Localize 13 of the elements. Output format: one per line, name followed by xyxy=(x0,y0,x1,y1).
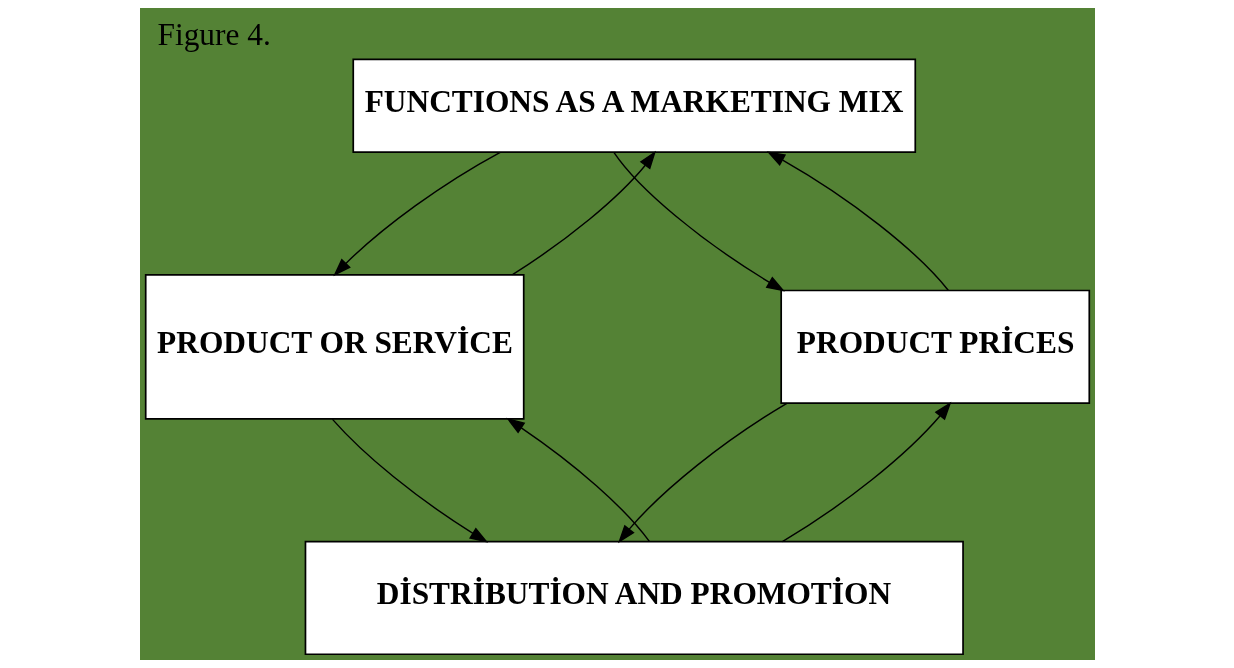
node-box: PRODUCT OR SERVİCE xyxy=(144,273,525,420)
arrow xyxy=(505,417,650,543)
arrow xyxy=(332,151,501,277)
arrow xyxy=(612,151,785,292)
arrow xyxy=(331,418,488,543)
node-box: PRODUCT PRİCES xyxy=(779,289,1090,405)
arrow xyxy=(617,402,788,544)
arrow xyxy=(781,401,951,543)
node-box: DİSTRİBUTİON AND PROMOTİON xyxy=(304,540,964,656)
arrow xyxy=(766,151,949,292)
arrow xyxy=(511,150,656,276)
diagram-title: Figure 4. xyxy=(157,16,271,52)
node-box: FUNCTIONS AS A MARKETING MIX xyxy=(351,58,916,153)
